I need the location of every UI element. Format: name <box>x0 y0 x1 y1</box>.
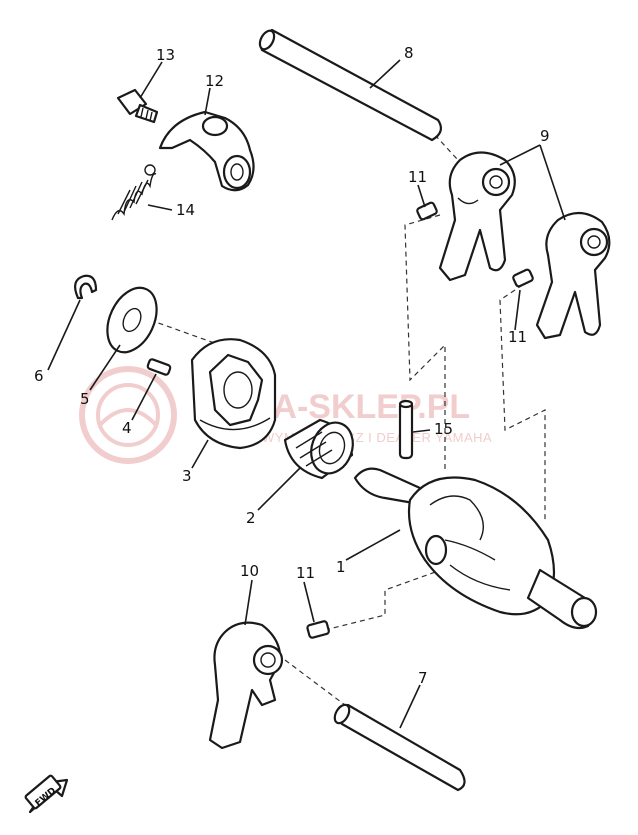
part-3-segment <box>190 338 277 450</box>
part-9-shift-fork-a <box>438 151 516 282</box>
part-11-pin-lower <box>306 620 330 639</box>
part-8-shaft <box>258 28 443 142</box>
label-part-10: 10 <box>240 562 259 580</box>
label-part-6: 6 <box>34 367 44 385</box>
part-7-shaft <box>333 703 466 792</box>
alignment-line-fork-lower <box>324 564 456 631</box>
label-part-1: 1 <box>336 558 346 576</box>
part-1-shift-drum <box>353 467 598 630</box>
part-14-spring <box>111 164 157 221</box>
label-part-4: 4 <box>122 419 132 437</box>
fwd-arrow-badge: FWD <box>24 774 69 814</box>
label-part-8: 8 <box>404 44 414 62</box>
label-part-13: 13 <box>156 46 175 64</box>
watermark-logo-wave <box>98 408 158 427</box>
alignment-line-shaft-7 <box>284 659 346 706</box>
part-labels: 13 12 14 8 9 11 11 6 5 4 15 3 2 1 10 11 … <box>34 44 550 687</box>
watermark-logo-ring <box>79 366 177 464</box>
part-5-washer <box>106 286 158 354</box>
part-4-dowel-pin <box>146 358 172 376</box>
label-part-11-lower: 11 <box>296 564 315 582</box>
alignment-line-axis <box>149 319 221 346</box>
part-11-pin-upper-right <box>512 268 534 288</box>
leader-lines <box>47 59 566 729</box>
part-2-bearing <box>283 418 354 480</box>
label-part-11-upper-right: 11 <box>508 328 527 346</box>
part-12-stopper-lever <box>158 110 255 192</box>
part-9-shift-fork-b <box>535 211 611 340</box>
part-11-pin-upper-left <box>416 201 438 221</box>
part-13-bolt <box>116 88 159 124</box>
part-15-pin <box>398 399 414 460</box>
label-part-15: 15 <box>434 420 453 438</box>
label-part-14: 14 <box>176 201 195 219</box>
label-part-7: 7 <box>418 669 428 687</box>
label-part-9: 9 <box>540 127 550 145</box>
label-part-12: 12 <box>205 72 224 90</box>
alignment-line-fork-left <box>404 214 446 470</box>
label-part-2: 2 <box>246 509 256 527</box>
label-part-11-upper-left: 11 <box>408 168 427 186</box>
part-6-circlip <box>73 274 98 300</box>
part-10-shift-fork <box>208 621 284 750</box>
label-part-5: 5 <box>80 390 90 408</box>
label-part-3: 3 <box>182 467 192 485</box>
alignment-line-fork-right <box>499 279 546 520</box>
watermark-logo-inner <box>96 383 160 447</box>
